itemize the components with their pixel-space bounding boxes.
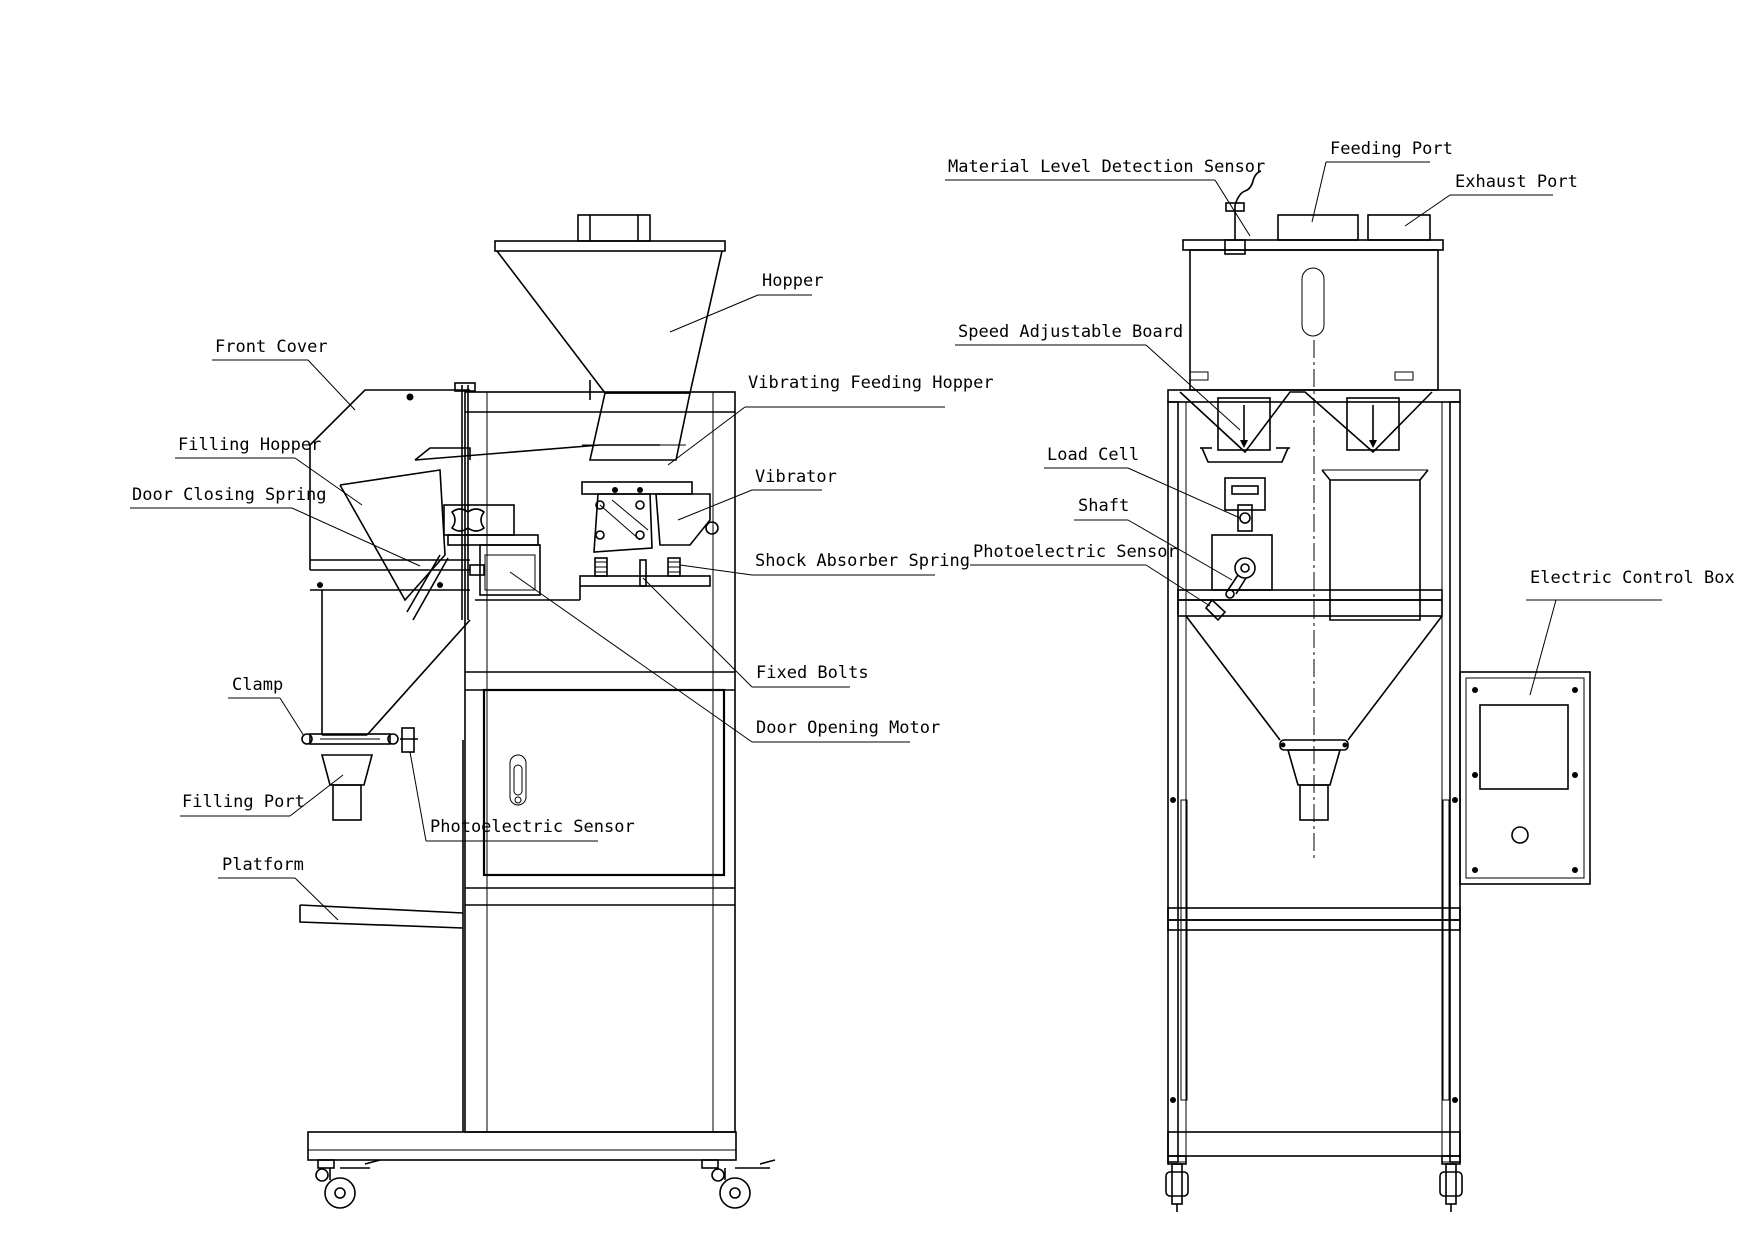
label-photoelectric-sensor-front: Photoelectric Sensor <box>973 542 1178 562</box>
callout-shaft: Shaft <box>1074 496 1233 581</box>
label-platform: Platform <box>222 855 304 875</box>
callout-fixed-bolts: Fixed Bolts <box>642 577 869 688</box>
callout-electric-control-box: Electric Control Box <box>1526 568 1735 696</box>
callout-door-opening-motor: Door Opening Motor <box>509 571 940 743</box>
label-shock-absorber-spring: Shock Absorber Spring <box>755 551 970 571</box>
label-exhaust-port: Exhaust Port <box>1455 172 1578 192</box>
callout-photoelectric-sensor-side: Photoelectric Sensor <box>409 751 635 842</box>
callout-load-cell: Load Cell <box>1044 445 1241 519</box>
caster-front-right <box>1439 1155 1463 1212</box>
filling-cone <box>301 590 471 821</box>
callout-speed-adjustable-board: Speed Adjustable Board <box>955 322 1241 431</box>
label-door-closing-spring: Door Closing Spring <box>132 485 326 505</box>
vibrator-assembly <box>581 481 719 553</box>
side-view: Hopper Front Cover Vibrating Feeding Hop… <box>130 214 994 1209</box>
label-clamp: Clamp <box>232 675 283 695</box>
callout-material-level-detection-sensor: Material Level Detection Sensor <box>945 157 1265 237</box>
label-electric-control-box: Electric Control Box <box>1530 568 1735 588</box>
callout-door-closing-spring: Door Closing Spring <box>130 485 421 567</box>
caster-left <box>315 1159 381 1209</box>
callout-photoelectric-sensor-front: Photoelectric Sensor <box>970 542 1211 607</box>
weighing-hoppers <box>1179 391 1433 621</box>
callout-exhaust-port: Exhaust Port <box>1404 172 1578 227</box>
label-hopper: Hopper <box>762 271 823 291</box>
callout-front-cover: Front Cover <box>212 337 356 411</box>
label-load-cell: Load Cell <box>1047 445 1139 465</box>
callout-vibrating-feeding-hopper: Vibrating Feeding Hopper <box>667 373 994 466</box>
callout-shock-absorber-spring: Shock Absorber Spring <box>679 551 970 576</box>
label-filling-port: Filling Port <box>182 792 305 812</box>
supply-tank <box>1182 170 1444 391</box>
label-feeding-port: Feeding Port <box>1330 139 1453 159</box>
caster-right <box>701 1159 776 1209</box>
callout-filling-hopper: Filling Hopper <box>175 435 363 506</box>
front-cover <box>309 389 470 591</box>
caster-front-left <box>1165 1155 1189 1212</box>
label-speed-adjustable-board: Speed Adjustable Board <box>958 322 1183 342</box>
label-fixed-bolts: Fixed Bolts <box>756 663 869 683</box>
callout-clamp: Clamp <box>228 675 305 737</box>
electric-control-box <box>1459 671 1591 885</box>
callout-hopper: Hopper <box>669 271 823 333</box>
top-hopper <box>494 214 726 461</box>
label-vibrating-feeding-hopper: Vibrating Feeding Hopper <box>748 373 994 393</box>
callout-vibrator: Vibrator <box>677 467 837 521</box>
label-front-cover: Front Cover <box>215 337 328 357</box>
label-material-level-detection-sensor: Material Level Detection Sensor <box>948 157 1265 177</box>
door-opening-motor <box>469 544 580 601</box>
front-view: Feeding Port Material Level Detection Se… <box>945 139 1735 1212</box>
callout-platform: Platform <box>218 855 339 921</box>
filling-hopper <box>339 444 660 621</box>
load-cell-assembly <box>1204 477 1273 622</box>
shock-absorber-springs <box>579 557 711 600</box>
label-door-opening-motor: Door Opening Motor <box>756 718 940 738</box>
callout-filling-port: Filling Port <box>180 774 344 817</box>
fixture <box>443 504 539 546</box>
label-filling-hopper: Filling Hopper <box>178 435 321 455</box>
callout-feeding-port: Feeding Port <box>1311 139 1453 223</box>
label-vibrator: Vibrator <box>755 467 837 487</box>
platform <box>299 740 464 1132</box>
label-photoelectric-sensor-side: Photoelectric Sensor <box>430 817 635 837</box>
main-frame <box>307 391 737 1161</box>
label-shaft: Shaft <box>1078 496 1129 516</box>
